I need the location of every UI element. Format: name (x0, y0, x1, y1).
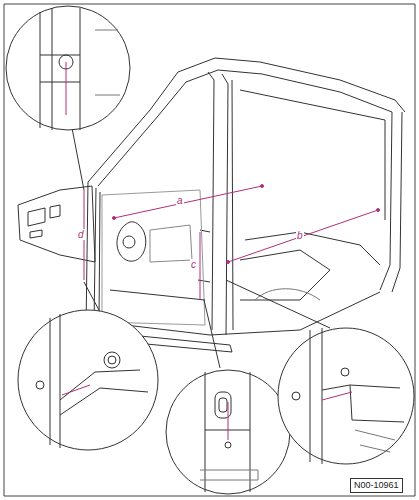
dimension-letter: b (296, 230, 304, 241)
dimension-letter: d (77, 229, 85, 240)
dimension-letter: a (176, 195, 184, 206)
figure-code: N00-10961 (350, 478, 403, 493)
dimension-letter: c (190, 259, 197, 270)
